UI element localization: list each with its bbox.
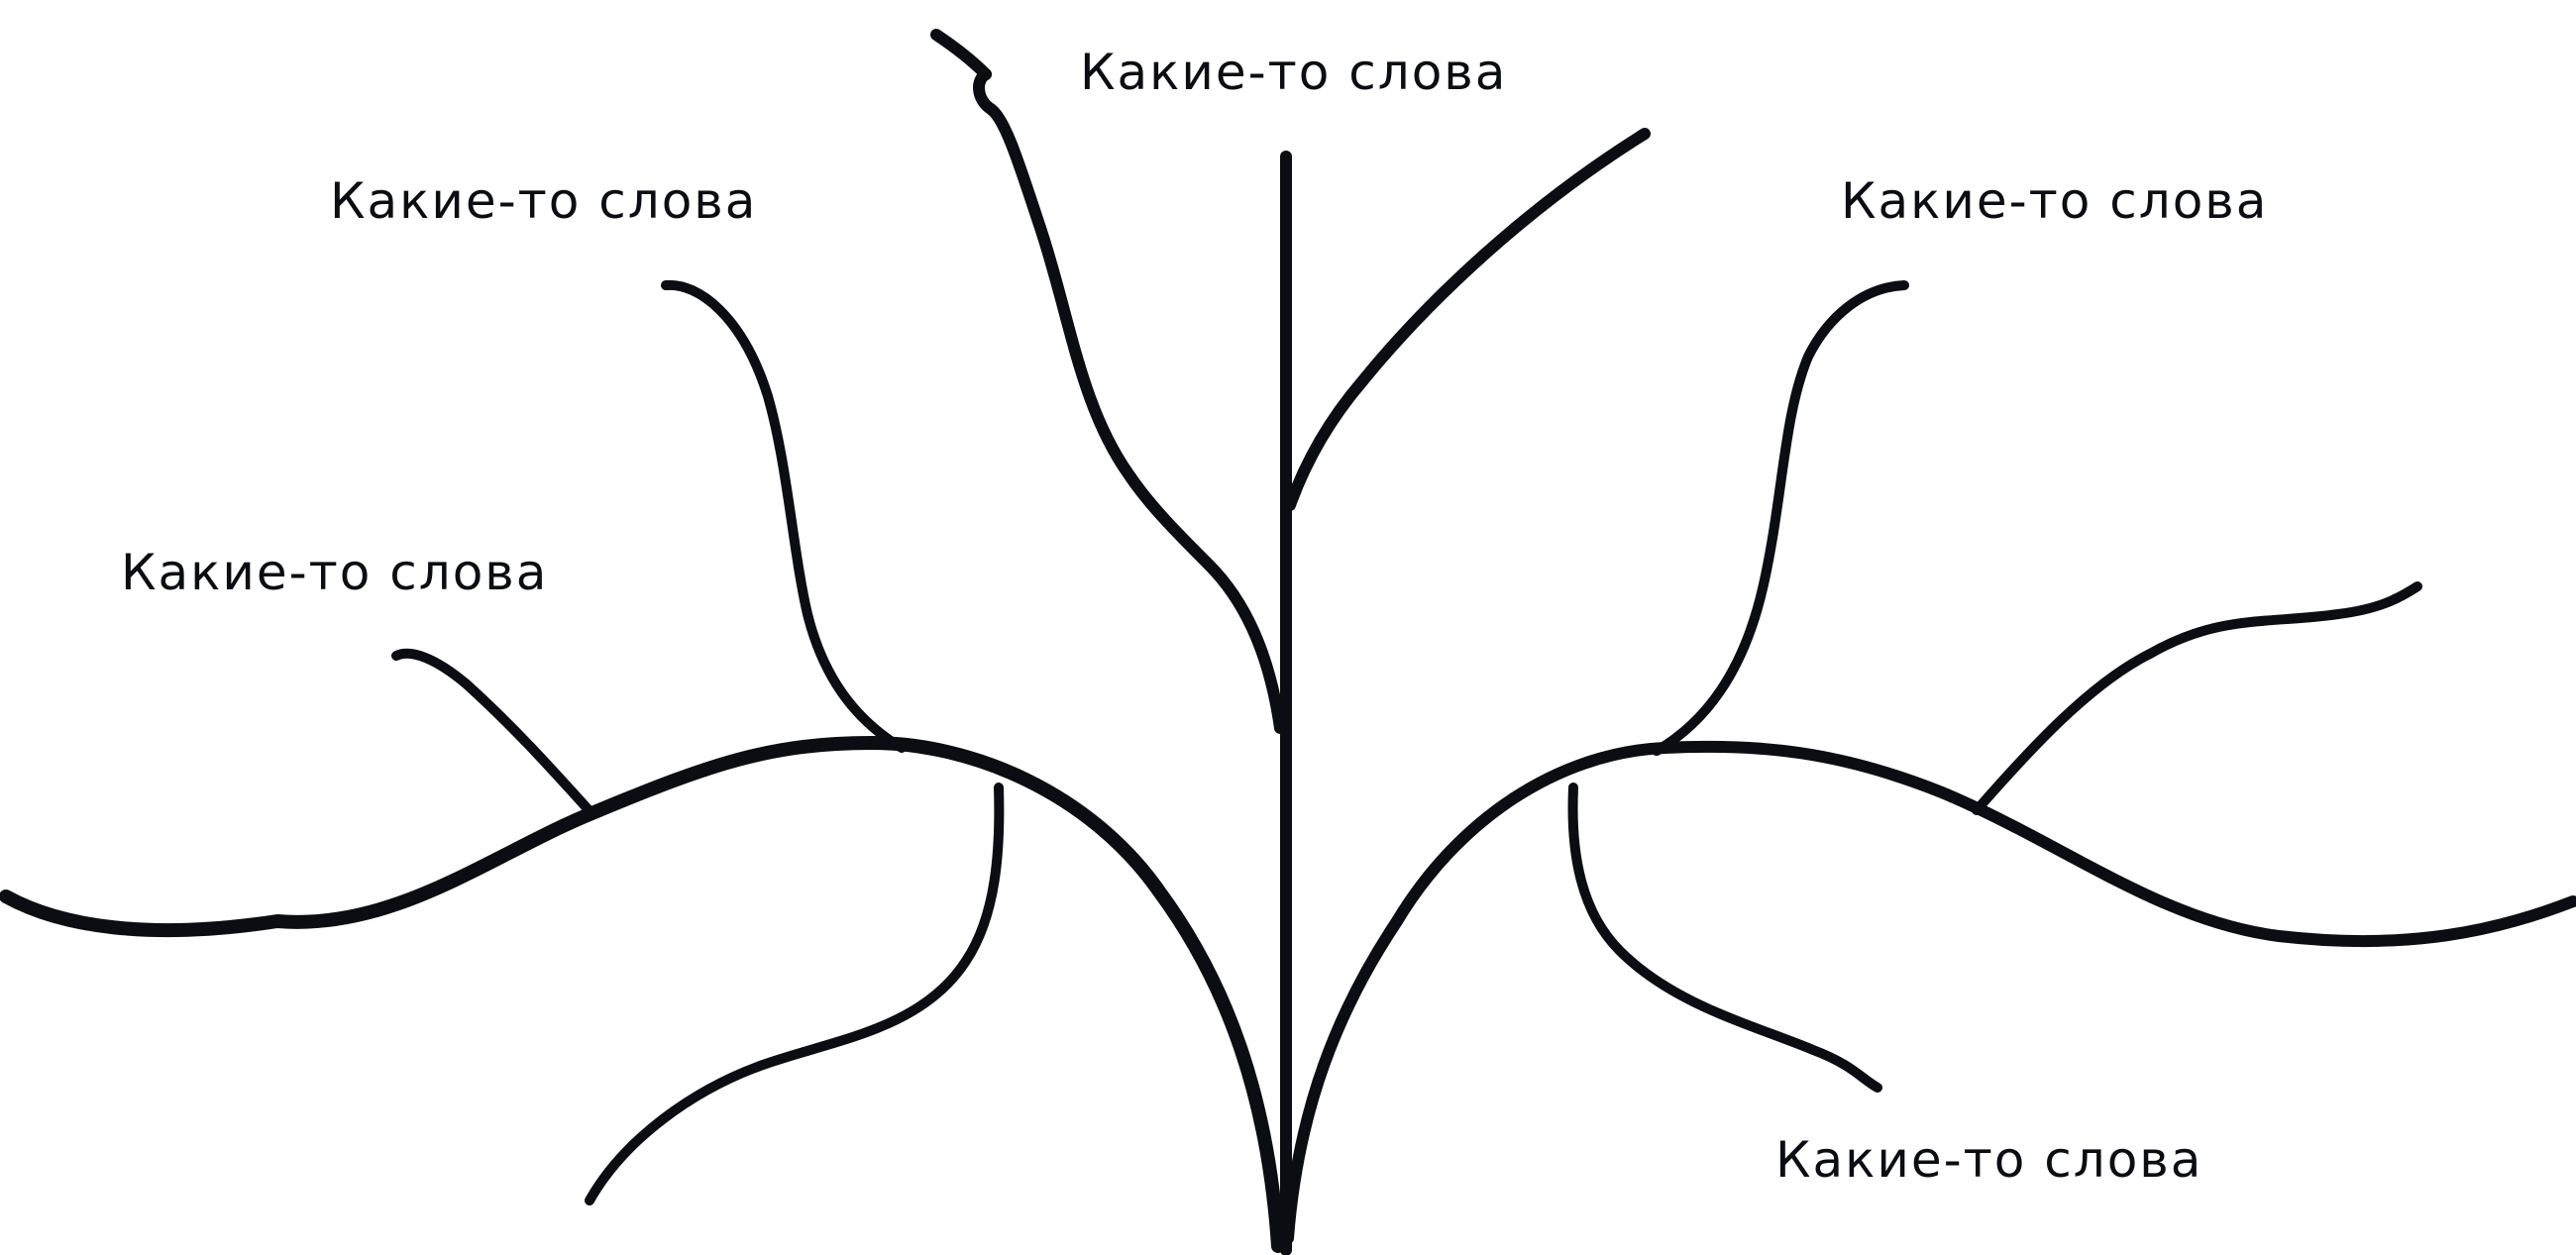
right-main-branch — [1282, 740, 2576, 1244]
top-left-branch — [973, 68, 1286, 734]
label-top-center: Какие-то слова — [1080, 44, 1507, 101]
right-mid-sub-branch — [1972, 581, 2422, 815]
label-top-left: Какие-то слова — [330, 172, 757, 230]
left-main-branch — [0, 736, 1285, 1253]
left-lower-sub-branch — [585, 783, 1005, 1205]
right-lower-sub-branch — [1567, 783, 1882, 1093]
right-upper-sub-branch — [1652, 280, 1909, 756]
top-right-branch — [1284, 128, 1651, 511]
left-upper-sub-branch — [661, 279, 907, 753]
label-bottom-right: Какие-то слова — [1775, 1131, 2202, 1189]
left-mid-sub-branch — [391, 648, 597, 819]
label-middle-left: Какие-то слова — [121, 544, 548, 601]
top-left-branch-tip — [930, 29, 992, 80]
label-top-right: Какие-то слова — [1841, 172, 2268, 230]
